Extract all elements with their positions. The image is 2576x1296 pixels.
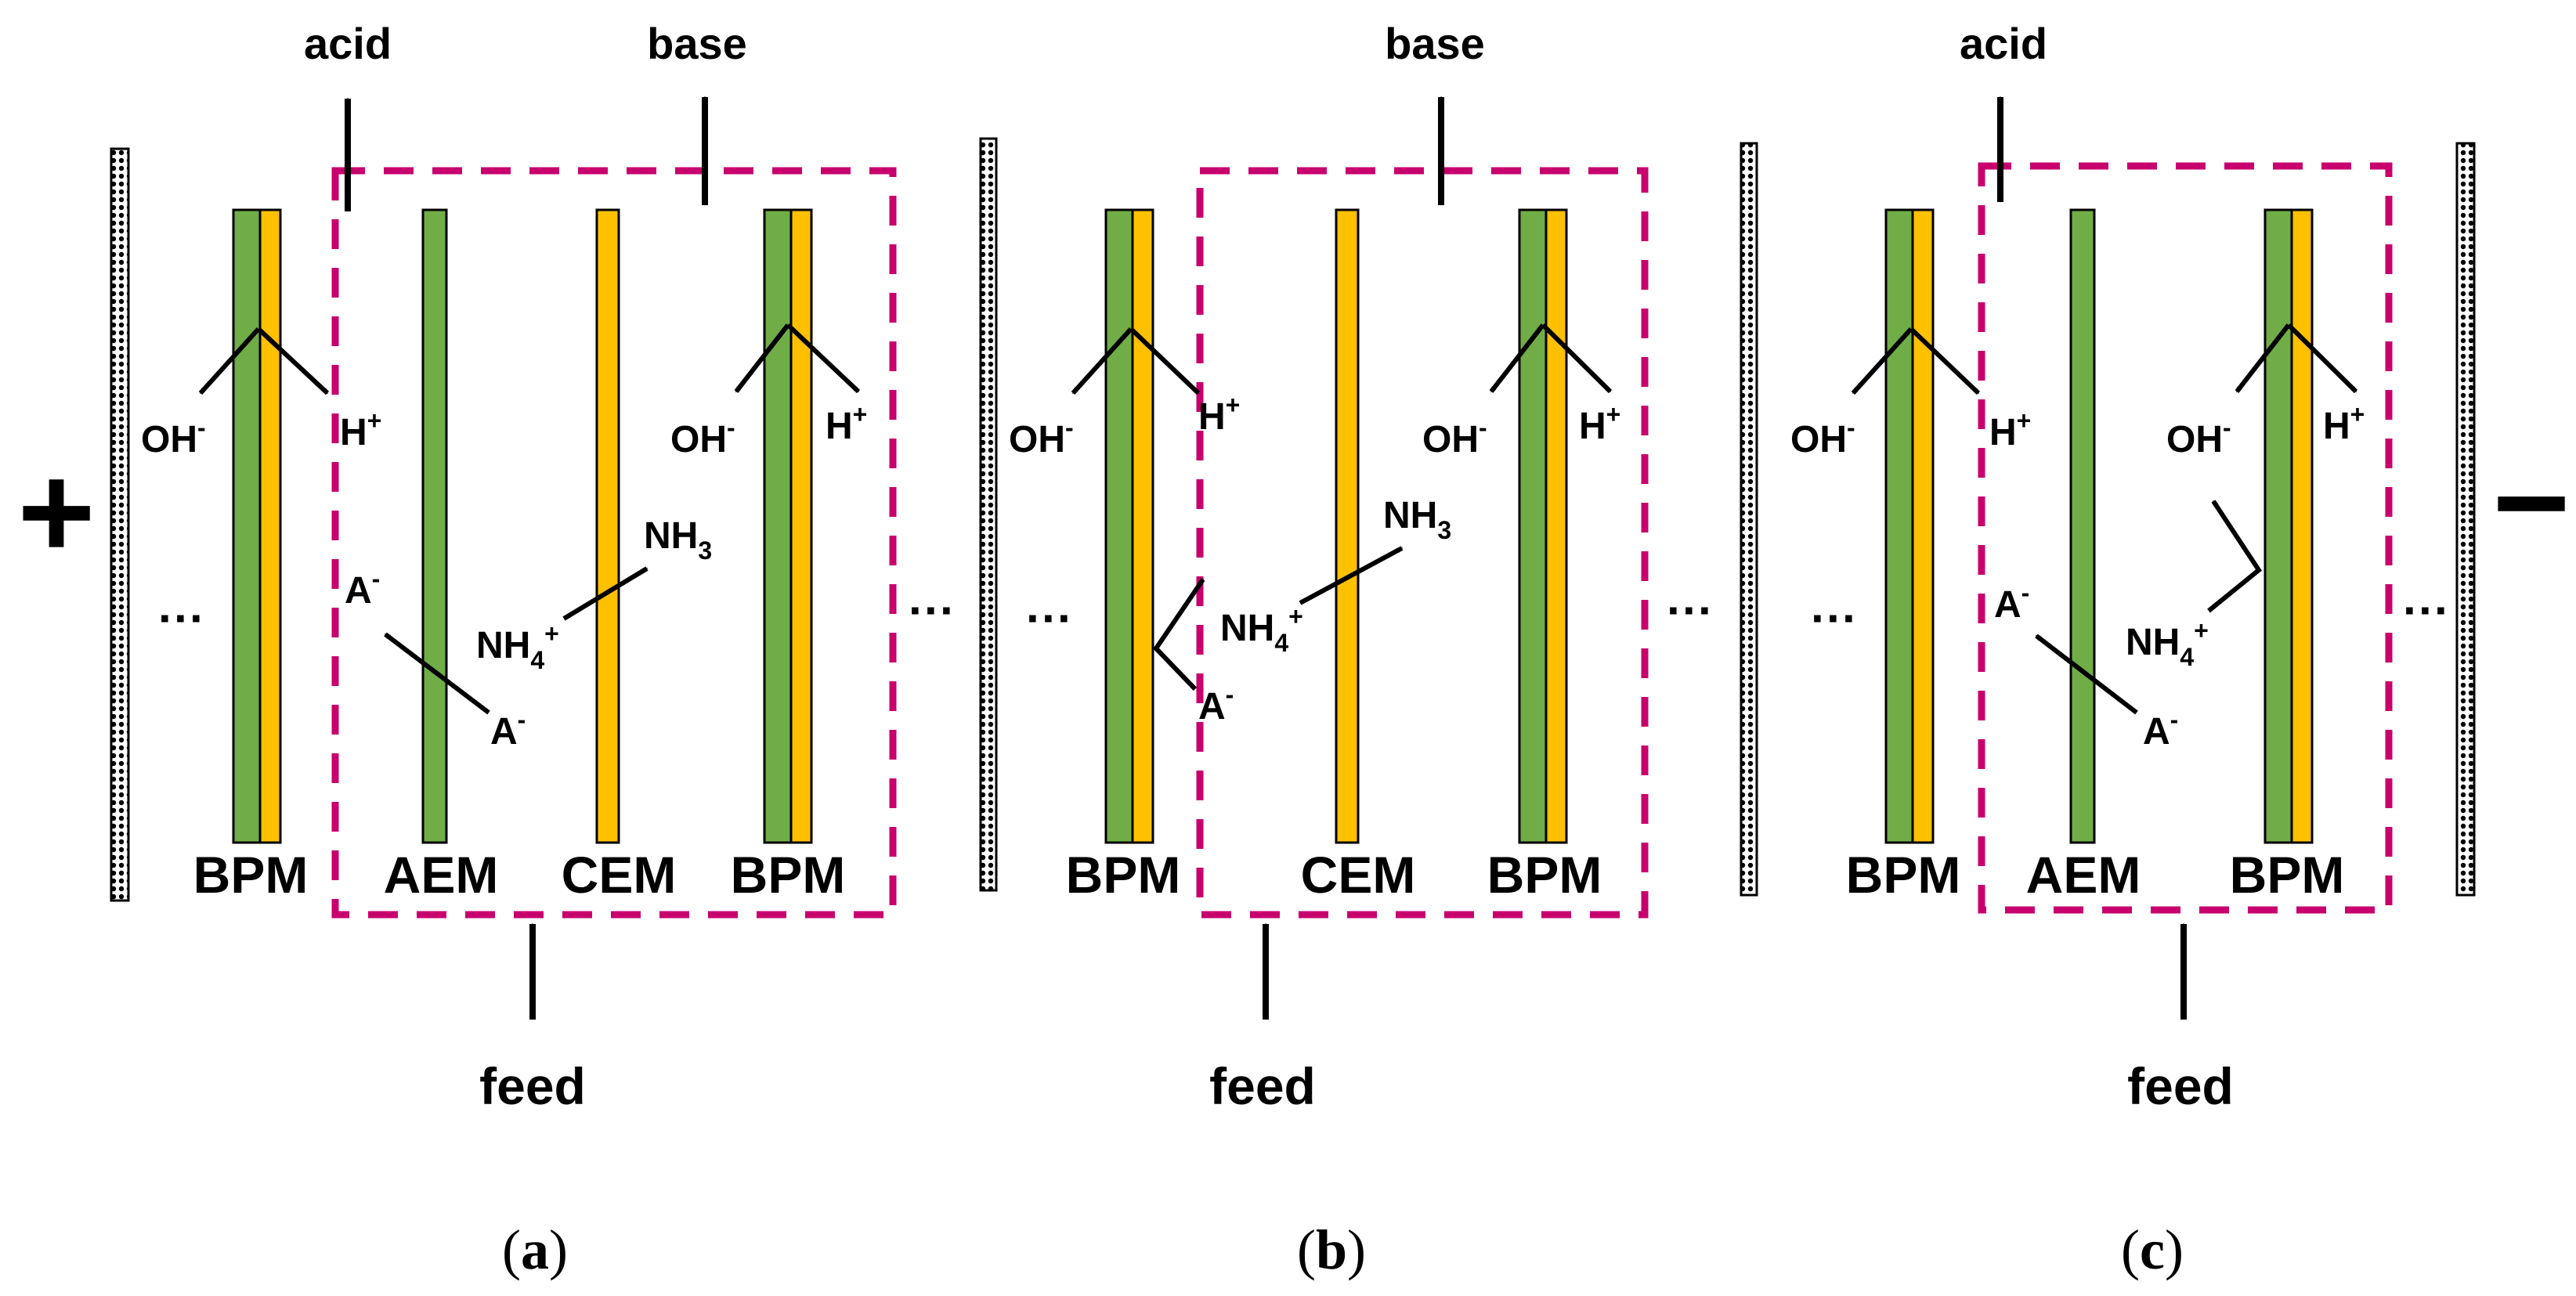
- h-label-b1: H+: [1198, 391, 1240, 438]
- oh-label-b2: OH-: [1422, 413, 1487, 460]
- nh4-label-c: NH4+: [2126, 616, 2209, 671]
- h-label-a2: H+: [826, 400, 867, 447]
- electrode-middle-2: [1740, 142, 1758, 897]
- a-minus-feed-c: A-: [2143, 706, 2178, 753]
- arrow-h-c1: [1909, 327, 1981, 395]
- h-label-c1: H+: [1989, 406, 2031, 453]
- oh-label-b1: OH-: [1009, 413, 1074, 460]
- oh-label-a1: OH-: [141, 413, 206, 460]
- base-label-a: base: [647, 19, 747, 68]
- arrow-oh-a2: [734, 323, 790, 393]
- ellipsis-3: ···: [1026, 592, 1073, 644]
- feed-label-b: feed: [1209, 1057, 1316, 1115]
- membrane-label-b-bpm1: BPM: [1066, 846, 1181, 904]
- arrow-nh4-b: [1299, 546, 1404, 605]
- ellipsis-4: ···: [1667, 584, 1714, 637]
- nh3-label-b: NH3: [1383, 495, 1451, 544]
- oh-label-c2: OH-: [2166, 413, 2231, 460]
- arrow-oh-c2: [2235, 323, 2291, 393]
- bpm-b2-aem-layer: [1518, 208, 1548, 844]
- h-label-b2: H+: [1579, 400, 1620, 447]
- repeating-unit-box-c: [1978, 162, 2393, 914]
- nh4-label-a: NH4+: [476, 619, 559, 674]
- cem-a: [595, 208, 620, 844]
- ellipsis-6: ···: [2403, 584, 2450, 637]
- repeating-unit-box-b: [1196, 167, 1649, 919]
- a-minus-feed-a: A-: [490, 706, 526, 753]
- panel-c: OH- H+ OH- H+ A- A- NH4+ acid feed BPM A…: [1790, 19, 2393, 1281]
- repeating-unit-box-a: [331, 167, 897, 919]
- arrow-h-a2: [786, 323, 861, 394]
- panel-b: OH- H+ OH- H+ NH4+ NH3 A- base feed BPM …: [1009, 19, 1649, 1281]
- acid-label-a: acid: [304, 19, 392, 68]
- electrode-middle-1: [979, 137, 998, 892]
- arrow-nh4-a: [562, 566, 649, 621]
- cathode-minus-sign: −: [2492, 428, 2570, 577]
- h-label-a1: H+: [340, 406, 381, 453]
- bpm-c1-cem-layer: [1911, 208, 1935, 844]
- bpm-b1-cem-layer: [1131, 208, 1154, 844]
- arrow-nh4-c: [2207, 500, 2262, 613]
- membrane-label-a-aem: AEM: [384, 846, 499, 904]
- bpm-a2-cem-layer: [789, 208, 813, 844]
- arrow-oh-a1: [198, 327, 261, 395]
- arrow-h-b1: [1129, 327, 1201, 395]
- ellipsis-1: ···: [158, 592, 205, 644]
- feed-label-c: feed: [2127, 1057, 2234, 1115]
- bpm-a1-cem-layer: [258, 208, 282, 844]
- caption-b: (b): [1297, 1218, 1366, 1281]
- a-minus-product-a: A-: [345, 565, 380, 612]
- caption-c: (c): [2121, 1218, 2184, 1281]
- h-label-c2: H+: [2323, 400, 2365, 447]
- arrow-a-minus-b: [1153, 578, 1205, 691]
- caption-a: (a): [502, 1218, 568, 1281]
- ellipsis-5: ···: [1811, 592, 1858, 644]
- bpm-c2-cem-layer: [2290, 208, 2314, 844]
- bpm-b1-aem-layer: [1104, 208, 1134, 844]
- feed-label-a: feed: [479, 1057, 586, 1115]
- a-minus-product-c: A-: [1994, 579, 2029, 626]
- bpm-c1-aem-layer: [1884, 208, 1914, 844]
- membrane-label-b-bpm2: BPM: [1487, 846, 1602, 904]
- membrane-label-a-cem: CEM: [562, 846, 677, 904]
- membrane-label-b-cem: CEM: [1301, 846, 1416, 904]
- membrane-label-c-aem: AEM: [2026, 846, 2141, 904]
- arrow-oh-b1: [1071, 327, 1133, 395]
- arrow-oh-c1: [1851, 327, 1913, 395]
- bpm-c2-aem-layer: [2263, 208, 2293, 844]
- ellipsis-2: ···: [909, 584, 956, 637]
- arrow-a-minus-a: [384, 632, 490, 715]
- arrow-h-c2: [2286, 323, 2358, 394]
- arrow-h-a1: [256, 327, 330, 395]
- arrow-h-b2: [1541, 323, 1613, 394]
- aem-a: [421, 208, 448, 844]
- membrane-label-c-bpm1: BPM: [1846, 846, 1961, 904]
- electrode-right: [2455, 142, 2476, 897]
- a-minus-label-b: A-: [1198, 680, 1234, 727]
- panel-a: OH- H+ OH- H+ A- A- NH4+ NH3 acid base f…: [141, 19, 897, 1281]
- bpm-a2-aem-layer: [763, 208, 793, 844]
- membrane-label-a-bpm1: BPM: [193, 846, 309, 904]
- anode-plus-sign: +: [17, 438, 95, 587]
- membrane-label-c-bpm2: BPM: [2230, 846, 2345, 904]
- bpm-b2-cem-layer: [1545, 208, 1568, 844]
- arrow-a-minus-c: [2035, 634, 2138, 715]
- oh-label-a2: OH-: [670, 413, 735, 460]
- oh-label-c1: OH-: [1790, 413, 1855, 460]
- electrode-left: [110, 147, 130, 902]
- membrane-label-a-bpm2: BPM: [731, 846, 846, 904]
- base-label-b: base: [1385, 19, 1485, 68]
- bpm-a1-aem-layer: [232, 208, 262, 844]
- nh4-label-b: NH4+: [1220, 602, 1303, 657]
- nh3-label-a: NH3: [644, 515, 712, 565]
- arrow-oh-b2: [1489, 323, 1545, 393]
- aem-c: [2069, 208, 2096, 844]
- acid-label-c: acid: [1960, 19, 2047, 68]
- cem-b: [1335, 208, 1360, 844]
